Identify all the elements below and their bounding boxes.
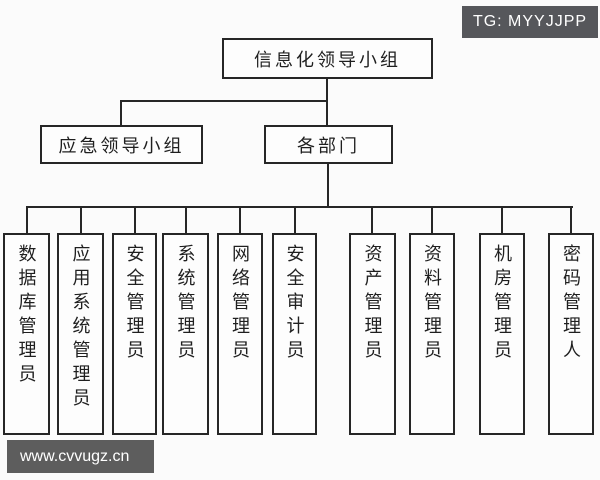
connector-stub-9 xyxy=(501,206,503,233)
node-role-document-admin: 资料管理员 xyxy=(409,233,455,435)
node-root: 信息化领导小组 xyxy=(222,38,433,79)
node-role-network-admin: 网络管理员 xyxy=(217,233,263,435)
node-role-app-system-admin: 应用系统管理员 xyxy=(57,233,104,435)
node-role-password-manager: 密码管理人 xyxy=(548,233,594,435)
tg-badge: TG: MYYJJPP xyxy=(462,6,598,38)
connector-stub-10 xyxy=(570,206,572,233)
connector-stub-5 xyxy=(239,206,241,233)
connector-bus-horizontal xyxy=(26,206,573,208)
role-label: 密码管理人 xyxy=(561,244,581,364)
role-label: 机房管理员 xyxy=(492,244,512,364)
node-emergency-label: 应急领导小组 xyxy=(58,135,185,156)
connector-branch-horizontal xyxy=(120,100,328,102)
node-departments: 各部门 xyxy=(264,125,393,164)
connector-departments-drop xyxy=(327,164,329,207)
role-label: 数据库管理员 xyxy=(16,244,37,388)
node-role-server-room-admin: 机房管理员 xyxy=(479,233,525,435)
connector-root-drop xyxy=(326,78,328,126)
role-label: 系统管理员 xyxy=(175,244,196,364)
node-emergency-group: 应急领导小组 xyxy=(40,125,203,164)
node-role-security-auditor: 安全审计员 xyxy=(272,233,317,435)
role-label: 资料管理员 xyxy=(422,244,442,364)
role-label: 应用系统管理员 xyxy=(70,244,91,412)
connector-stub-2 xyxy=(80,206,82,233)
connector-stub-7 xyxy=(371,206,373,233)
node-role-system-admin: 系统管理员 xyxy=(162,233,209,435)
role-label: 安全管理员 xyxy=(124,244,145,364)
node-role-database-admin: 数据库管理员 xyxy=(3,233,50,435)
role-label: 安全审计员 xyxy=(284,244,305,364)
node-departments-label: 各部门 xyxy=(297,135,360,156)
node-root-label: 信息化领导小组 xyxy=(254,49,401,70)
connector-stub-6 xyxy=(294,206,296,233)
connector-stub-1 xyxy=(26,206,28,233)
connector-emergency-drop xyxy=(120,100,122,125)
role-label: 资产管理员 xyxy=(362,244,383,364)
connector-stub-8 xyxy=(431,206,433,233)
node-role-asset-admin: 资产管理员 xyxy=(349,233,396,435)
node-role-security-admin: 安全管理员 xyxy=(112,233,157,435)
site-watermark: www.cvvugz.cn xyxy=(7,440,154,473)
connector-stub-4 xyxy=(185,206,187,233)
role-label: 网络管理员 xyxy=(230,244,250,364)
connector-stub-3 xyxy=(134,206,136,233)
